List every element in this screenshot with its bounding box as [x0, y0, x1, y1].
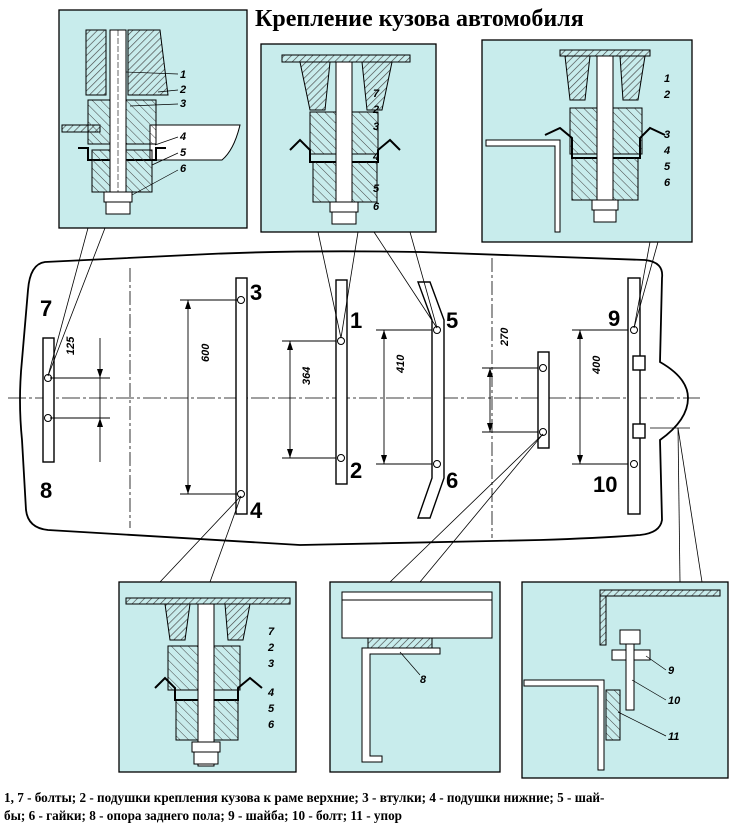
bar-1-2	[335, 279, 348, 485]
svg-text:10: 10	[593, 472, 617, 497]
dimension-arrows	[97, 300, 583, 494]
svg-text:364: 364	[301, 367, 313, 385]
mount-bars	[42, 277, 646, 519]
svg-text:410: 410	[395, 354, 407, 374]
svg-text:1: 1	[180, 69, 186, 81]
bar-270	[537, 351, 550, 449]
svg-text:4: 4	[179, 131, 186, 143]
svg-text:10: 10	[668, 695, 681, 707]
svg-text:7: 7	[268, 626, 275, 638]
svg-text:11: 11	[668, 731, 679, 743]
svg-text:4: 4	[372, 151, 379, 163]
leader-lines	[47, 227, 703, 583]
detail-panel-c: 1 2 3 4 5 6	[481, 39, 693, 243]
detail-panel-d: 7 2 3 4 5 6	[118, 581, 297, 773]
detail-panel-b: 7 2 3 4 5 6	[260, 43, 437, 233]
frame-plan	[8, 250, 700, 546]
svg-text:9: 9	[668, 665, 675, 677]
svg-text:8: 8	[40, 478, 52, 503]
bar-7-8	[42, 337, 55, 463]
svg-text:5: 5	[180, 147, 187, 159]
dimension-values: 125 600 364 410 270 400	[65, 327, 603, 385]
svg-text:3: 3	[664, 129, 670, 141]
mount-holes	[44, 296, 638, 498]
svg-text:3: 3	[250, 280, 262, 305]
svg-text:3: 3	[180, 98, 186, 110]
detail-panel-f: 9 10 11	[521, 581, 729, 779]
svg-text:2: 2	[663, 89, 670, 101]
svg-text:9: 9	[608, 306, 620, 331]
svg-text:5: 5	[446, 308, 458, 333]
svg-text:6: 6	[268, 719, 275, 731]
svg-text:6: 6	[446, 468, 458, 493]
svg-text:1: 1	[350, 308, 362, 333]
svg-text:600: 600	[200, 343, 212, 362]
svg-text:1: 1	[664, 73, 670, 85]
frame-point-labels: 7 8 3 4 1 2 5 6 9 10	[40, 280, 620, 523]
svg-text:6: 6	[180, 163, 187, 175]
svg-text:400: 400	[591, 355, 603, 375]
detail-panel-a: 1 2 3 4 5 6	[58, 9, 248, 229]
svg-text:7: 7	[373, 88, 380, 100]
svg-text:3: 3	[373, 121, 379, 133]
legend-caption: 1, 7 - болты; 2 - подушки крепления кузо…	[4, 789, 732, 825]
bar-5-6	[416, 281, 445, 519]
svg-text:4: 4	[250, 498, 263, 523]
svg-text:7: 7	[40, 296, 52, 321]
svg-text:2: 2	[372, 104, 379, 116]
svg-text:8: 8	[420, 674, 427, 686]
svg-text:5: 5	[664, 161, 671, 173]
svg-text:5: 5	[268, 703, 275, 715]
svg-text:5: 5	[373, 183, 380, 195]
svg-text:4: 4	[663, 145, 670, 157]
svg-text:2: 2	[179, 84, 186, 96]
svg-text:125: 125	[65, 336, 77, 355]
caption-line-1: 1, 7 - болты; 2 - подушки крепления кузо…	[4, 790, 605, 805]
detail-panel-e: 8	[329, 581, 501, 773]
bar-3-4	[235, 277, 248, 515]
svg-text:2: 2	[350, 458, 362, 483]
dimension-lines	[50, 299, 628, 495]
svg-text:3: 3	[268, 658, 274, 670]
svg-text:6: 6	[664, 177, 671, 189]
svg-text:4: 4	[267, 687, 274, 699]
svg-text:2: 2	[267, 642, 274, 654]
bar-9-10	[627, 277, 641, 515]
caption-line-2: бы; 6 - гайки; 8 - опора заднего пола; 9…	[4, 808, 402, 823]
page-title: Крепление кузова автомобиля	[255, 6, 584, 32]
svg-text:6: 6	[373, 201, 380, 213]
svg-text:270: 270	[499, 327, 511, 347]
